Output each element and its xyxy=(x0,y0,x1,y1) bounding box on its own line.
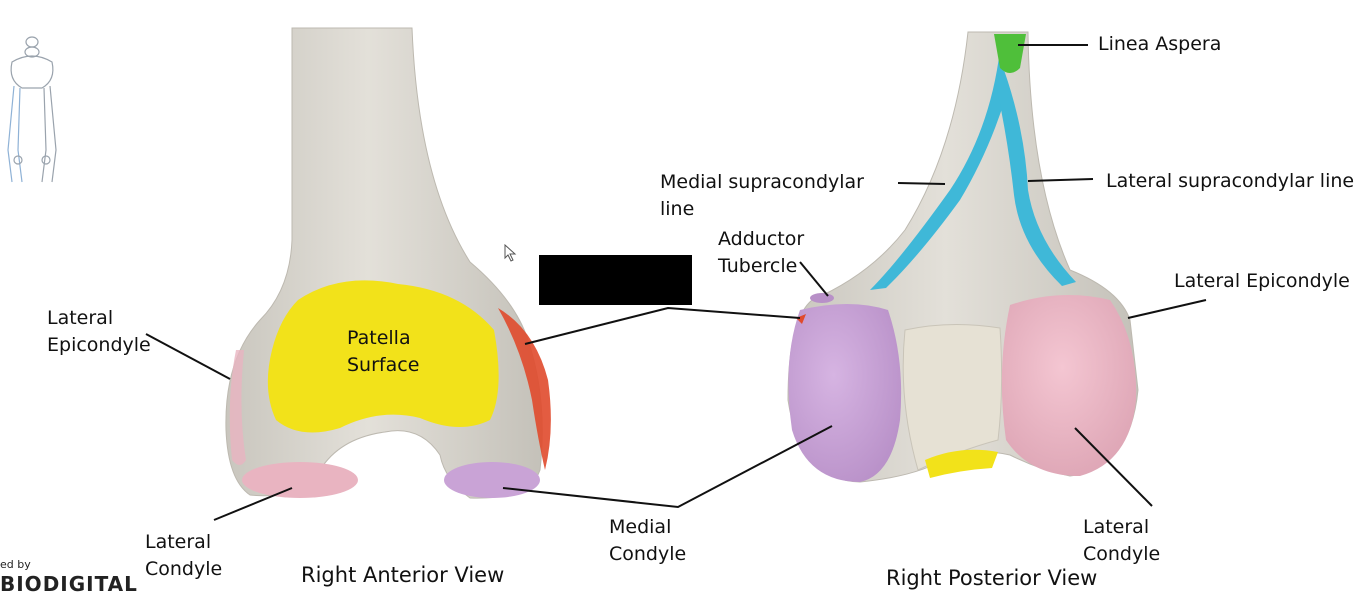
label-lateral-condyle-anterior: Lateral Condyle xyxy=(145,529,222,583)
view-title-posterior: Right Posterior View xyxy=(886,565,1097,592)
label-medial-condyle: Medial Condyle xyxy=(609,514,686,568)
lateral-condyle-posterior xyxy=(1002,295,1136,476)
view-title-anterior: Right Anterior View xyxy=(301,562,504,589)
credit-logo: ed by BIODIGITAL xyxy=(0,558,138,596)
label-lateral-epicondyle-posterior: Lateral Epicondyle xyxy=(1174,268,1350,295)
credit-prefix: ed by xyxy=(0,558,138,572)
credit-brand: BIODIGITAL xyxy=(0,572,138,596)
mouse-cursor-icon xyxy=(504,244,518,262)
label-patella-surface: Patella Surface xyxy=(347,325,419,379)
redaction-box xyxy=(539,255,692,305)
posterior-femur xyxy=(788,32,1138,482)
label-adductor-tubercle: Adductor Tubercle xyxy=(718,226,804,280)
lateral-condyle-anterior xyxy=(242,462,358,498)
medial-condyle-anterior xyxy=(444,462,540,498)
skeleton-thumbnail-icon xyxy=(8,37,56,182)
label-lateral-epicondyle-anterior: Lateral Epicondyle xyxy=(47,305,151,359)
medial-condyle-posterior xyxy=(788,304,901,482)
anterior-femur xyxy=(226,28,551,498)
label-lateral-condyle-posterior: Lateral Condyle xyxy=(1083,514,1160,568)
label-linea-aspera: Linea Aspera xyxy=(1098,31,1221,58)
label-medial-supracondylar-line: Medial supracondylar line xyxy=(660,169,864,223)
label-lateral-supracondylar-line: Lateral supracondylar line xyxy=(1106,168,1354,195)
